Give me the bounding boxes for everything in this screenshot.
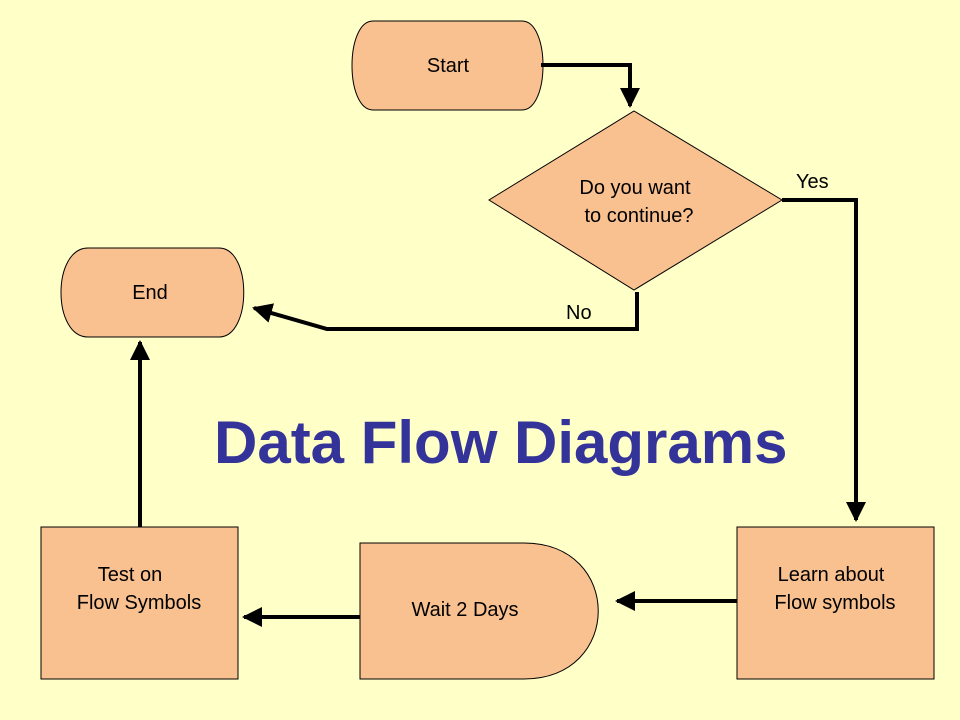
decision-label-line-2: to continue? <box>584 205 694 227</box>
learn-process-box <box>736 526 935 680</box>
slide-title: Data Flow Diagrams <box>214 409 788 476</box>
end-label: End <box>132 282 168 304</box>
test-label-line-2: Flow Symbols <box>76 592 202 614</box>
start-to-decision-arrow <box>541 63 640 108</box>
wait-delay-shape <box>359 542 599 680</box>
decision-label: Do you want to continue? <box>540 174 730 230</box>
wait-label: Wait 2 Days <box>411 599 519 621</box>
no-connector-arrow <box>252 292 639 331</box>
test-label: Test on Flow Symbols <box>44 561 234 617</box>
start-label: Start <box>426 55 470 77</box>
test-label-line-1: Test on <box>97 564 163 586</box>
yes-connector-arrow <box>782 198 866 522</box>
start-terminator <box>351 20 544 111</box>
decision-diamond <box>488 110 783 291</box>
learn-label-line-1: Learn about <box>777 564 885 586</box>
end-terminator <box>60 247 245 338</box>
learn-label-line-2: Flow symbols <box>774 592 896 614</box>
yes-edge-label: Yes <box>796 171 829 193</box>
decision-label-line-1: Do you want <box>579 177 691 199</box>
learn-label: Learn about Flow symbols <box>740 561 930 617</box>
no-edge-label: No <box>566 302 592 324</box>
test-process-box <box>40 526 239 680</box>
